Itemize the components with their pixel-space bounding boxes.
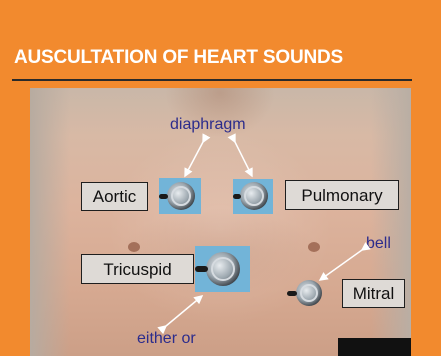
right-nipple <box>308 242 320 252</box>
aortic-label: Aortic <box>81 182 148 211</box>
photo-corner-shade <box>338 338 411 356</box>
tricuspid-label: Tricuspid <box>81 254 194 284</box>
mitral-stethoscope-icon <box>287 276 327 310</box>
pulmonary-stethoscope-icon <box>233 179 273 214</box>
aortic-stethoscope-icon <box>159 178 201 214</box>
diaphragm-annotation: diaphragm <box>170 117 246 133</box>
pulmonary-label: Pulmonary <box>285 180 399 210</box>
left-nipple <box>128 242 140 252</box>
slide-title: AUSCULTATION OF HEART SOUNDS <box>14 47 343 69</box>
mitral-label: Mitral <box>342 279 405 308</box>
tricuspid-stethoscope-icon <box>195 246 250 292</box>
bell-annotation: bell <box>366 236 391 252</box>
title-underline <box>12 79 412 81</box>
either-or-annotation: either or <box>137 331 196 347</box>
